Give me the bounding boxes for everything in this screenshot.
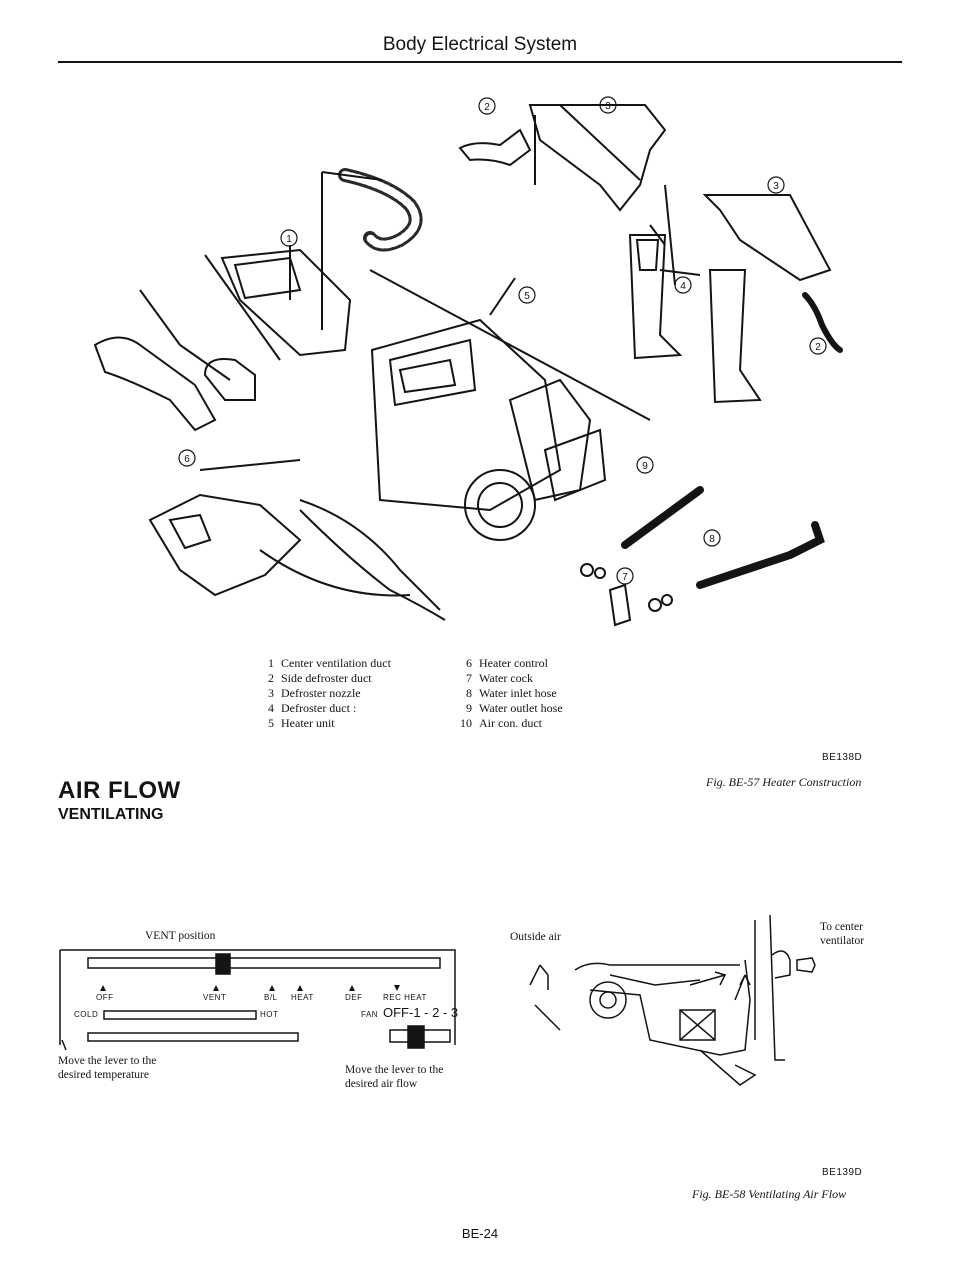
mode-label-vent: VENT	[203, 993, 227, 1002]
to-center-label: To center ventilator	[820, 921, 865, 947]
mode-label-def: DEF	[345, 993, 363, 1002]
temp-hot-label: HOT	[260, 1010, 279, 1019]
panel-title: VENT position	[145, 930, 216, 942]
callout-3-right: 3	[773, 181, 779, 192]
fan-values: OFF-1 - 2 - 3	[383, 1005, 459, 1020]
section-subtitle: VENTILATING	[58, 806, 164, 823]
figure2-caption: Fig. BE-58 Ventilating Air Flow	[692, 1187, 847, 1201]
section-title: AIR FLOW	[58, 777, 181, 804]
mode-label-heat: HEAT	[291, 993, 314, 1002]
header-rule	[58, 61, 902, 63]
temp-cold-label: COLD	[74, 1010, 99, 1019]
callout-6: 6	[184, 454, 190, 465]
figure2-code: BE139D	[822, 1167, 863, 1178]
callout-7: 7	[622, 572, 628, 583]
outside-air-label: Outside air	[510, 931, 561, 943]
mode-label-bl: B/L	[264, 993, 278, 1002]
mode-label-off: OFF	[96, 993, 114, 1002]
figure1-caption: Fig. BE-57 Heater Construction	[706, 775, 862, 789]
callout-1: 1	[286, 234, 292, 245]
page-number: BE-24	[461, 1226, 499, 1241]
callout-2-right: 2	[815, 342, 821, 353]
fan-label: FAN	[361, 1010, 379, 1019]
callout-5: 5	[524, 291, 530, 302]
mode-label-rec-heat: REC HEAT	[383, 993, 427, 1002]
note-left: Move the lever to the desired temperatur…	[58, 1055, 157, 1081]
callout-3: 3	[605, 101, 611, 112]
callout-8: 8	[709, 534, 715, 545]
callout-4: 4	[680, 281, 686, 292]
callout-2: 2	[484, 102, 490, 113]
callout-9: 9	[642, 461, 648, 472]
page-header-title: Body Electrical System	[382, 34, 578, 55]
figure1-code: BE138D	[822, 752, 863, 763]
note-right: Move the lever to the desired air flow	[345, 1064, 444, 1090]
heater-construction-diagram: 1 2 3 4 5 6 7 8 9 2 3	[93, 96, 843, 627]
